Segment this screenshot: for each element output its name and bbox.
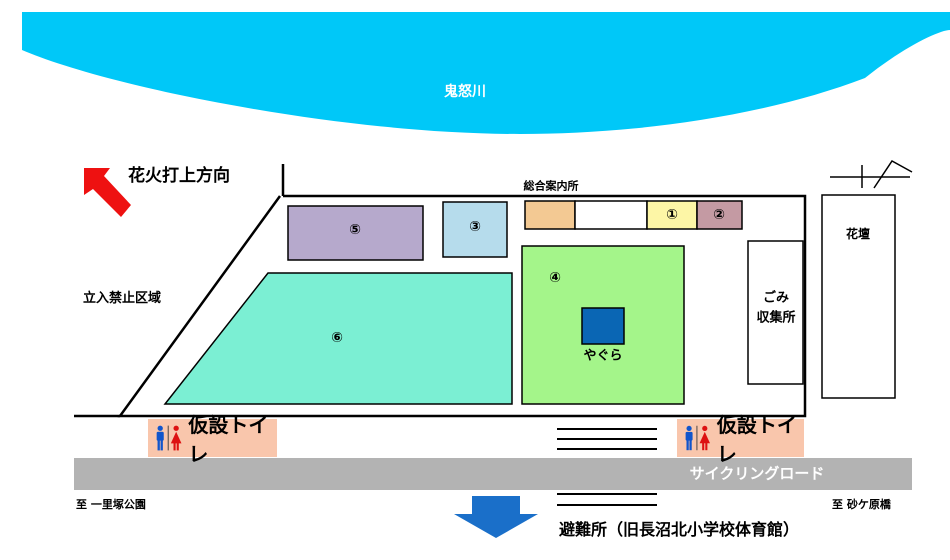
booth-3-label: ③: [469, 219, 481, 235]
flowerbed-box: [821, 194, 896, 399]
crosswalk: [557, 428, 657, 506]
yagura-box: [581, 307, 625, 345]
toilet-icon: [156, 425, 182, 451]
temporary-toilet-right: 仮設トイレ: [677, 413, 804, 466]
evacuation-arrow-icon: [454, 496, 538, 538]
booth-5-label: ⑤: [349, 222, 361, 238]
toilet-label: 仮設トイレ: [716, 413, 797, 466]
evacuation-site-label: 避難所（旧長沼北小学校体育館）: [559, 520, 800, 539]
garbage-label-line2: 収集所: [756, 310, 796, 326]
booth-4-label: ④: [549, 270, 561, 286]
direction-left-label: 至 一里塚公園: [76, 498, 146, 511]
toilet-icon: [685, 425, 711, 451]
river-label: 鬼怒川: [444, 84, 486, 100]
north-arrow-icon: [830, 160, 913, 189]
booth-3-box: [442, 201, 508, 258]
info-center-blank-box: [574, 200, 648, 230]
female-toilet-icon: [699, 425, 711, 451]
direction-right-label: 至 砂ケ原橋: [832, 498, 891, 511]
booth-2-box: [696, 200, 743, 230]
info-center-label: 総合案内所: [523, 179, 579, 193]
fireworks-arrow-icon: [84, 168, 131, 217]
booth-6-label: ⑥: [331, 330, 343, 346]
garbage-label-line1: ごみ: [762, 290, 790, 306]
river-shape: [22, 12, 950, 134]
booth-2-label: ②: [713, 207, 725, 223]
site-boundary: [74, 164, 807, 418]
cycling-road: [74, 458, 912, 490]
info-center-box: [524, 200, 576, 230]
garbage-box: [747, 240, 804, 385]
booth-6-area: [163, 272, 513, 405]
male-toilet-icon: [156, 425, 164, 451]
toilet-label: 仮設トイレ: [188, 413, 269, 466]
booth-1-label: ①: [666, 207, 678, 223]
fireworks-direction-label: 花火打上方向: [128, 166, 230, 186]
cycling-road-label: サイクリングロード: [689, 464, 825, 483]
booth-1-box: [646, 200, 698, 230]
flowerbed-label: 花壇: [845, 227, 871, 241]
male-toilet-icon: [685, 425, 693, 451]
no-entry-zone-label: 立入禁止区域: [83, 291, 162, 306]
yagura-label: やぐら: [583, 348, 623, 364]
temporary-toilet-left: 仮設トイレ: [148, 413, 277, 466]
female-toilet-icon: [170, 425, 182, 451]
booth-5-box: [287, 205, 424, 261]
